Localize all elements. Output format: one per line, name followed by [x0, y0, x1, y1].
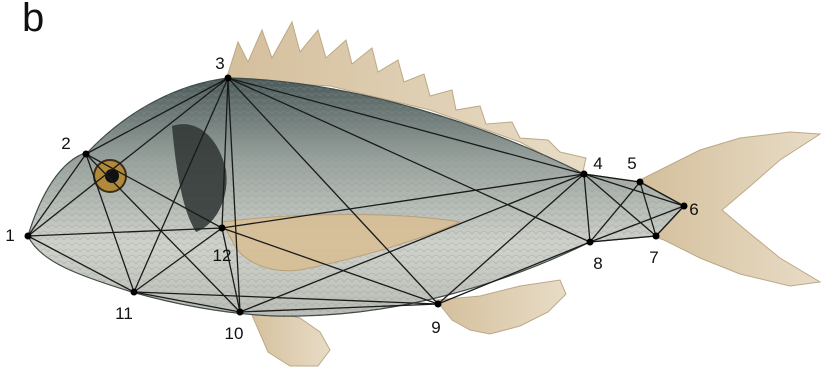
landmark-label-5: 5	[627, 154, 636, 173]
landmark-point-4	[581, 171, 588, 178]
panel-label: b	[22, 0, 44, 41]
landmark-label-6: 6	[689, 200, 698, 219]
landmark-point-12	[219, 225, 226, 232]
landmark-point-6	[681, 203, 688, 210]
landmark-point-9	[435, 301, 442, 308]
landmark-point-1	[25, 233, 32, 240]
landmark-label-10: 10	[225, 324, 244, 343]
landmark-label-2: 2	[61, 134, 70, 153]
landmark-point-2	[83, 151, 90, 158]
landmark-label-3: 3	[215, 54, 224, 73]
landmark-point-11	[131, 289, 138, 296]
landmark-point-5	[637, 179, 644, 186]
landmark-label-8: 8	[593, 254, 602, 273]
landmark-point-3	[225, 75, 232, 82]
landmark-label-1: 1	[5, 226, 14, 245]
landmark-label-7: 7	[649, 248, 658, 267]
landmark-point-10	[237, 309, 244, 316]
landmark-label-12: 12	[213, 246, 232, 265]
landmark-point-7	[653, 233, 660, 240]
landmark-label-9: 9	[431, 318, 440, 337]
landmark-label-11: 11	[115, 304, 133, 323]
landmark-point-8	[587, 239, 594, 246]
landmark-label-4: 4	[593, 154, 602, 173]
